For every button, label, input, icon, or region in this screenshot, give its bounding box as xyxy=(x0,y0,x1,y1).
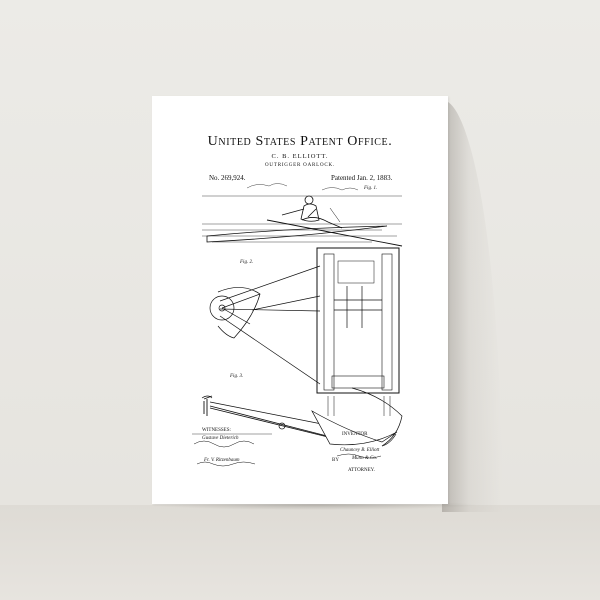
inventor-label: INVENTOR xyxy=(342,432,367,437)
figure-1-label: Fig. 1. xyxy=(364,186,377,191)
witness-1-signature: Gustave Dieterich xyxy=(202,436,239,441)
attorney-signature: Munn & Co. xyxy=(352,456,377,461)
inventor-signature: Chauncey B. Elliott xyxy=(340,448,379,453)
figure-1-rowing-scene xyxy=(202,184,402,247)
by-label: BY xyxy=(332,458,339,463)
figure-3-label: Fig. 3. xyxy=(230,374,243,379)
patent-print: United States Patent Office. C. B. ELLIO… xyxy=(152,96,448,504)
floor-surface xyxy=(0,505,600,600)
patent-drawing xyxy=(152,96,448,504)
figure-2-label: Fig. 2. xyxy=(240,260,253,265)
attorney-label: ATTORNEY. xyxy=(348,468,375,473)
witness-2-signature: Fr. V. Ritzenbaum xyxy=(204,458,239,463)
witnesses-label: WITNESSES: xyxy=(202,428,231,433)
figure-2-plan-view xyxy=(210,248,399,416)
